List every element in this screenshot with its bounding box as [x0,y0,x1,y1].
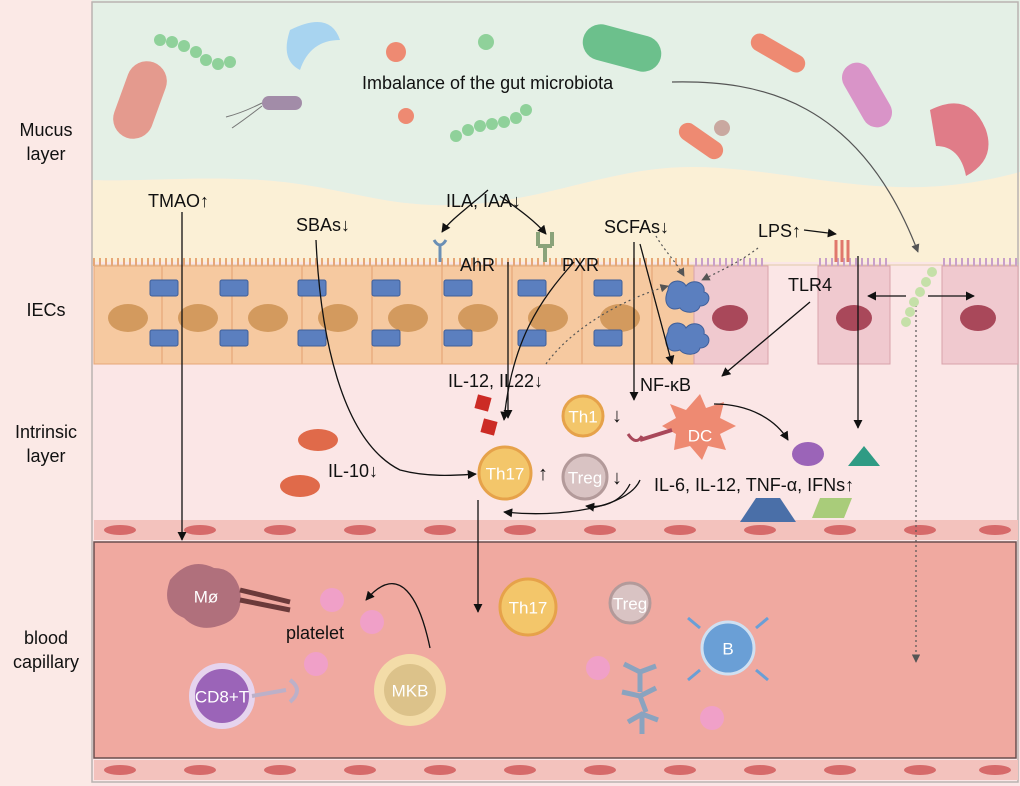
layer-label-blood: blood capillary [12,628,80,672]
ahr-label: AhR [460,255,496,275]
treg-cell [561,453,609,501]
tlr4-receptor [834,240,850,262]
ahr-receptor [432,239,448,262]
panel-frame [91,1,1019,783]
gut-microbes [113,22,989,176]
layer-label-intrinsic: Intrinsic layer [14,422,77,466]
tmao-label: TMAO↑ [148,191,209,211]
treg-label: Treg [567,468,603,488]
scfas-label: SCFAs↓ [604,217,670,237]
th1-label: Th1 [568,407,598,427]
il12-il22-label: IL-12, IL22↓ [448,371,544,391]
iec-upper-band [92,166,1020,262]
nfkb-label: NF-κB [640,375,691,395]
epithelial-cells [93,258,695,365]
treg-blood-label: Treg [612,594,648,614]
b-cell [687,616,769,682]
macrophage-label: Mø [193,587,219,607]
dc-label: DC [687,426,713,446]
microbiota-to-epithelium-arrow [671,81,920,253]
il10-label: IL-10↓ [328,461,379,481]
th17-up-arrow: ↑ [538,463,548,485]
sbas-label: SBAs↓ [296,215,351,235]
treg-down-arrow: ↓ [612,467,622,489]
th17-blood-cell [498,577,558,637]
endothelium-top [94,520,1018,540]
macrophage-cell [167,564,291,628]
treg-blood-cell [608,581,652,625]
dotted-arrows [545,235,921,663]
scfa-receptor-blobs [665,280,710,355]
bacteria-invading-epithelium [901,267,937,327]
antibodies [621,661,659,734]
cd8t-label: CD8+T [194,687,250,707]
th1-cell [561,394,605,438]
pxr-label: PXR [562,255,600,275]
mkb-label: MKB [391,681,429,701]
pink-epithelial-cells [693,258,1019,365]
th17-blood-label: Th17 [508,598,548,618]
cytokines-label: IL-6, IL-12, TNF-α, IFNs↑ [654,475,855,495]
platelets [304,588,724,730]
endothelium-bottom [94,760,1018,780]
layer-label-iecs: IECs [26,300,66,320]
intrinsic-small-cells [280,394,880,522]
blood-capillary-region [93,541,1017,759]
b-cell-label: B [722,639,734,659]
th17-cell [477,445,533,501]
pathway-arrows [177,189,975,649]
cd8t-cell [189,663,299,729]
pxr-receptor [536,232,554,262]
ila-iaa-label: ILA, IAA↓ [446,191,522,211]
th17-label: Th17 [485,464,525,484]
platelet-label: platelet [286,623,345,643]
mkb-cell [374,654,446,726]
microbiota-label: Imbalance of the gut microbiota [362,73,614,93]
layer-label-mucus: Mucus layer [19,120,73,164]
tlr4-label: TLR4 [788,275,833,295]
th1-down-arrow: ↓ [612,405,622,427]
dc-cell [626,394,736,460]
lps-label: LPS↑ [758,221,802,241]
